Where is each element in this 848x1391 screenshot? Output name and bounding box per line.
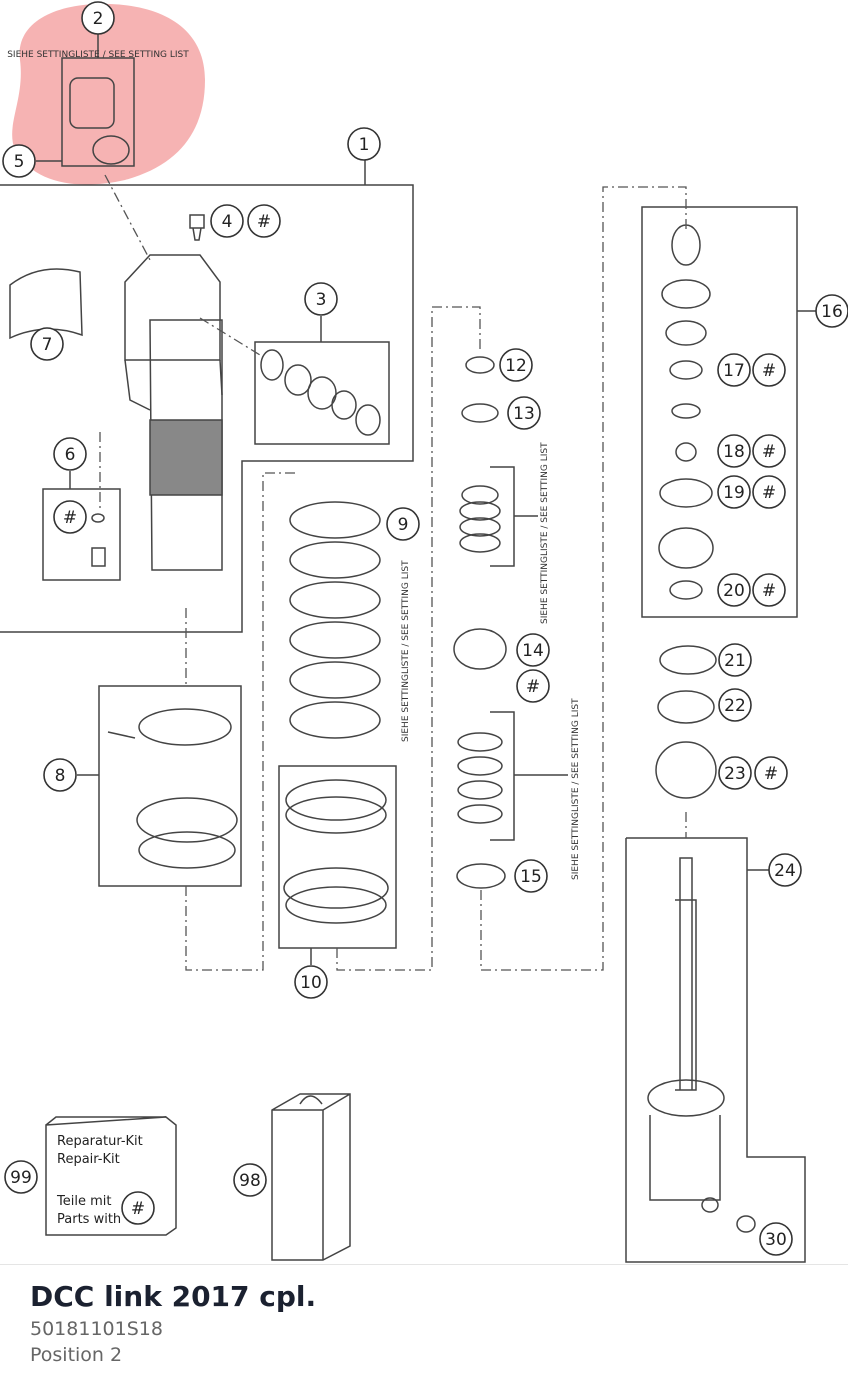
callout-30-label: 30 [765,1230,787,1250]
group-box-1 [0,184,414,633]
callout-19-label: 19 [723,483,745,503]
repair-kit-marker-7: # [752,573,786,607]
repair-kit-line-2: Repair-Kit [57,1152,120,1167]
callout-15-label: 15 [520,867,542,887]
group-box-24 [625,837,806,1263]
callout-99[interactable]: 99 [4,1160,38,1194]
repair-kit-marker-9: # [121,1191,155,1225]
callout-24-label: 24 [774,861,796,881]
callout-16-label: 16 [821,302,843,322]
group-box-10 [278,765,397,949]
callout-21-label: 21 [724,651,746,671]
repair-kit-marker-5: # [752,434,786,468]
group-box-3 [254,341,390,445]
group-box-6 [42,488,121,581]
callout-15[interactable]: 15 [514,859,548,893]
repair-kit-marker-2-label: # [63,508,77,528]
repair-kit-marker-6: # [752,475,786,509]
callout-14-label: 14 [522,641,544,661]
repair-kit-marker-1: # [247,204,281,238]
callout-9-label: 9 [398,515,409,535]
callout-2[interactable]: 2 [81,1,115,35]
callout-22-label: 22 [724,696,746,716]
callout-2-label: 2 [93,9,104,29]
callout-3-label: 3 [316,290,327,310]
product-title: DCC link 2017 cpl. [30,1280,317,1313]
callout-4[interactable]: 4 [210,204,244,238]
callout-19[interactable]: 19 [717,475,751,509]
callout-18[interactable]: 18 [717,434,751,468]
repair-kit-marker-6-label: # [762,483,776,503]
group-box-16 [641,206,798,618]
callout-24[interactable]: 24 [768,853,802,887]
setting-list-label-2: SIEHE SETTINGLISTE / SEE SETTING LIST [7,50,189,60]
callout-17[interactable]: 17 [717,353,751,387]
repair-kit-marker-4: # [752,353,786,387]
callout-30[interactable]: 30 [759,1222,793,1256]
callout-23[interactable]: 23 [718,756,752,790]
oil-can [271,1093,351,1261]
callout-13-label: 13 [513,404,535,424]
callout-20-label: 20 [723,581,745,601]
callout-20[interactable]: 20 [717,573,751,607]
repair-kit-marker-4-label: # [762,361,776,381]
repair-kit-marker-8: # [754,756,788,790]
position-label: Position 2 [30,1344,123,1366]
repair-kit-marker-3: # [516,669,550,703]
callout-9[interactable]: 9 [386,507,420,541]
part-caption-panel [0,1264,848,1391]
callout-12-label: 12 [505,356,527,376]
callout-21[interactable]: 21 [718,643,752,677]
callout-10[interactable]: 10 [294,965,328,999]
callout-18-label: 18 [723,442,745,462]
callout-13[interactable]: 13 [507,396,541,430]
repair-kit-line-3: Teile mit [56,1194,111,1209]
callout-22[interactable]: 22 [718,688,752,722]
repair-kit-line-4: Parts with [57,1212,121,1227]
callout-8[interactable]: 8 [43,758,77,792]
setting-list-label-14-15: SIEHE SETTINGLISTE / SEE SETTING LIST [571,698,581,880]
callout-1-label: 1 [359,135,370,155]
callout-16[interactable]: 16 [815,294,848,328]
heat-shield [9,268,83,340]
selected-position-highlight[interactable] [12,3,205,185]
callout-7-label: 7 [42,335,53,355]
repair-kit-marker-3-label: # [526,677,540,697]
callout-1[interactable]: 1 [347,127,381,161]
callout-layer: 1234567891012131415161718192021222324309… [2,1,848,1256]
callout-98[interactable]: 98 [233,1163,267,1197]
repair-kit-line-1: Reparatur-Kit [57,1134,143,1149]
repair-kit-marker-9-label: # [131,1199,145,1219]
callout-6[interactable]: 6 [53,437,87,471]
exploded-parts-diagram: SIEHE SETTINGLISTE / SEE SETTING LIST SI… [0,1,848,1263]
repair-kit-marker-2: # [53,500,87,534]
callout-4-label: 4 [222,212,233,232]
repair-kit-marker-1-label: # [257,212,271,232]
repair-kit-marker-7-label: # [762,581,776,601]
callout-12[interactable]: 12 [499,348,533,382]
callout-7[interactable]: 7 [30,327,64,361]
callout-23-label: 23 [724,764,746,784]
repair-kit-marker-5-label: # [762,442,776,462]
callout-6-label: 6 [65,445,76,465]
callout-98-label: 98 [239,1171,261,1191]
callout-5[interactable]: 5 [2,144,36,178]
callout-14[interactable]: 14 [516,633,550,667]
setting-list-label-9: SIEHE SETTINGLISTE / SEE SETTING LIST [401,560,411,742]
setting-list-label-12-13: SIEHE SETTINGLISTE / SEE SETTING LIST [540,442,550,624]
callout-17-label: 17 [723,361,745,381]
callout-99-label: 99 [10,1168,32,1188]
main-spring [289,501,381,739]
callout-3[interactable]: 3 [304,282,338,316]
group-box-8 [98,685,242,887]
piston-rod [675,857,697,1091]
callout-8-label: 8 [55,766,66,786]
repair-kit-marker-8-label: # [764,764,778,784]
callout-5-label: 5 [14,152,25,172]
repair-kit-box [45,1116,177,1236]
callout-10-label: 10 [300,973,322,993]
part-number: 50181101S18 [30,1318,163,1340]
